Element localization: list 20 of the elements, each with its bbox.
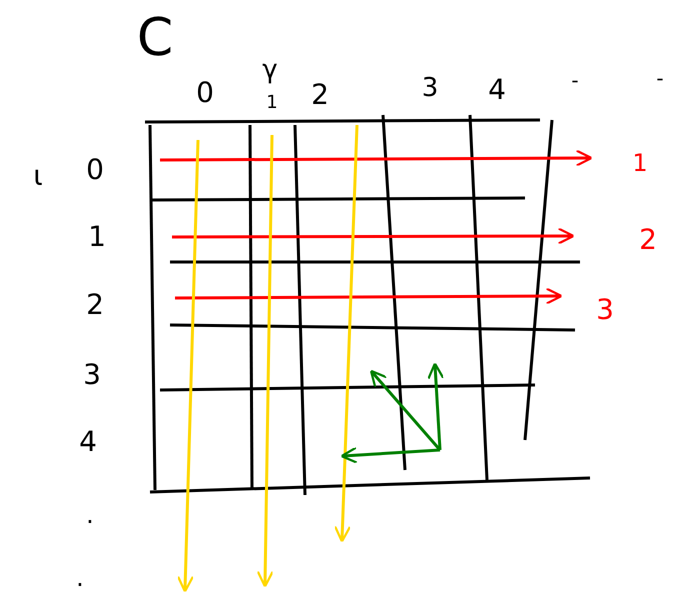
index-label: 1: [88, 223, 106, 251]
index-label: 2: [311, 81, 329, 109]
index-label: 4: [79, 428, 97, 456]
index-label: ι: [33, 162, 43, 190]
matrix-name: C: [136, 12, 174, 64]
index-label: .: [76, 566, 84, 590]
index-label: 3: [83, 361, 101, 389]
index-label: 1: [266, 94, 278, 112]
index-label: 2: [86, 291, 104, 319]
index-label: γ: [262, 57, 278, 83]
index-label: 0: [196, 79, 214, 107]
row-sum-label: 3: [596, 296, 614, 324]
index-label: -: [656, 68, 664, 88]
index-label: 4: [488, 76, 506, 104]
index-label: .: [86, 503, 94, 527]
row-sum-label: 2: [639, 226, 657, 254]
index-label: 3: [422, 75, 438, 101]
index-label: -: [571, 70, 579, 90]
row-sum-label: 1: [632, 151, 648, 175]
index-label: 0: [86, 156, 104, 184]
